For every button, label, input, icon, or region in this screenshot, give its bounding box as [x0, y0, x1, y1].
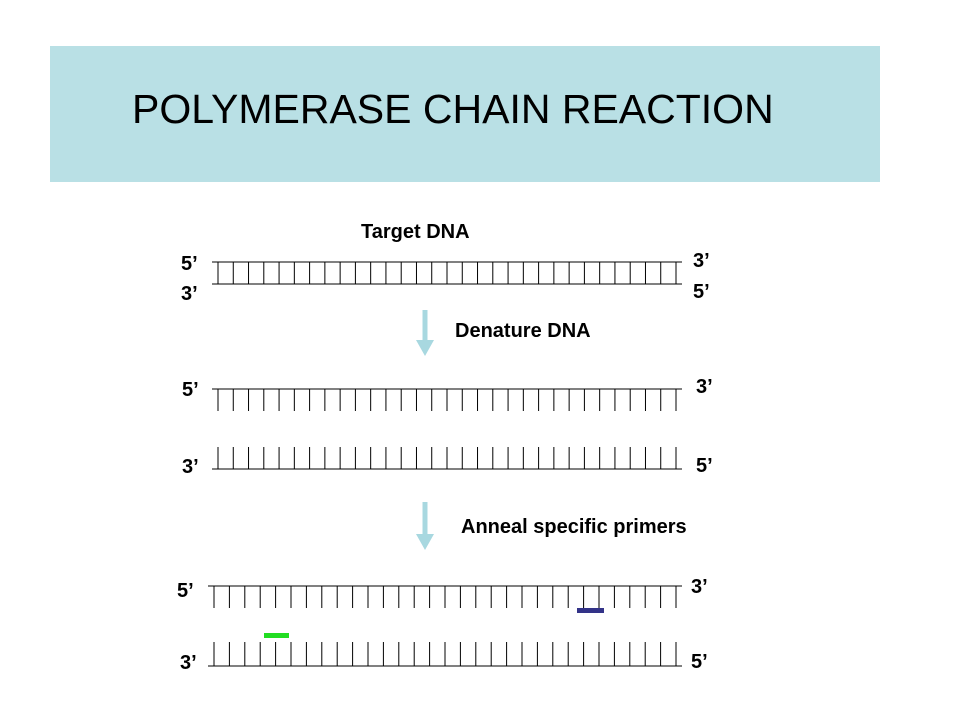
- denatured-bottom-3-prime-label: 3’: [182, 456, 199, 478]
- forward-primer: [264, 633, 289, 638]
- anneal-arrow: [416, 502, 434, 550]
- denatured-top-strand: [212, 388, 682, 411]
- target-bottom-5-prime-label: 5’: [693, 281, 710, 303]
- annealed-bottom-3-prime-label: 3’: [180, 652, 197, 674]
- title-banner: POLYMERASE CHAIN REACTION: [50, 46, 880, 182]
- denature-dna-label: Denature DNA: [455, 320, 591, 342]
- anneal-primers-label: Anneal specific primers: [461, 516, 687, 538]
- denatured-bottom-strand: [212, 447, 682, 470]
- denatured-top-3-prime-label: 3’: [696, 376, 713, 398]
- reverse-primer: [577, 608, 604, 613]
- annealed-bottom-strand: [208, 642, 682, 667]
- target-top-5-prime-label: 5’: [181, 253, 198, 275]
- denatured-bottom-5-prime-label: 5’: [696, 455, 713, 477]
- annealed-top-5-prime-label: 5’: [177, 580, 194, 602]
- target-dna-label: Target DNA: [361, 221, 470, 243]
- denatured-top-5-prime-label: 5’: [182, 379, 199, 401]
- annealed-top-3-prime-label: 3’: [691, 576, 708, 598]
- page-title: POLYMERASE CHAIN REACTION: [132, 86, 774, 132]
- target-bottom-3-prime-label: 3’: [181, 283, 198, 305]
- target-dna-double-strand: [212, 261, 682, 285]
- target-top-3-prime-label: 3’: [693, 250, 710, 272]
- annealed-top-strand: [208, 585, 682, 608]
- denature-arrow: [416, 310, 434, 356]
- annealed-bottom-5-prime-label: 5’: [691, 651, 708, 673]
